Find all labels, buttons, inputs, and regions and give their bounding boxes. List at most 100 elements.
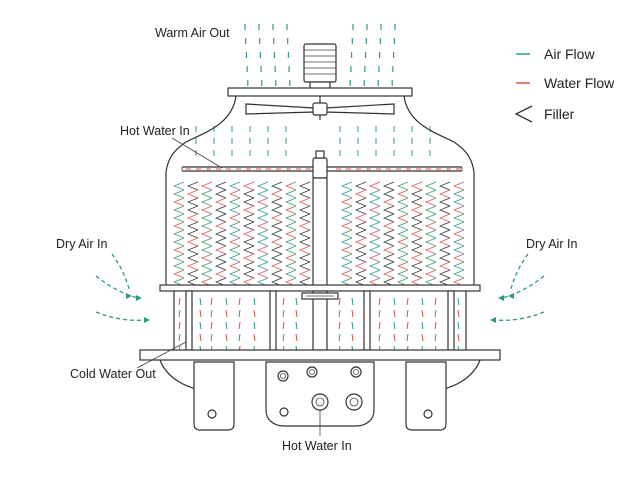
filler-chevron: [397, 261, 409, 271]
filler-chevron: [439, 221, 451, 231]
hot-water-in-top-label: Hot Water In: [120, 124, 190, 138]
filler-chevron: [243, 261, 255, 271]
filler-chevron: [271, 245, 283, 255]
flow-dash: [282, 333, 285, 342]
filler-chevron: [439, 237, 451, 247]
filler-chevron: [397, 253, 409, 263]
flow-dash: [406, 309, 409, 318]
filler-chevron: [453, 221, 465, 231]
filler-chevron: [173, 197, 185, 207]
filler-chevron: [369, 237, 381, 247]
filler-chevron: [341, 245, 353, 255]
flow-dash: [406, 321, 409, 330]
filler-chevron: [215, 261, 227, 271]
filler-chevron: [299, 261, 311, 271]
filler-chevron: [229, 261, 241, 271]
filler-chevron: [173, 181, 185, 191]
filler-chevron: [201, 189, 213, 199]
air-flow-curve: [501, 275, 545, 299]
filler-chevron: [397, 189, 409, 199]
filler-chevron: [173, 189, 185, 199]
flow-dash: [199, 333, 202, 342]
filler-chevron: [355, 245, 367, 255]
filler-chevron: [341, 237, 353, 247]
flow-dash: [225, 321, 228, 330]
filler-chevron: [243, 197, 255, 207]
basin-rim: [139, 349, 501, 361]
filler-chevron: [369, 269, 381, 279]
filler-chevron: [439, 229, 451, 239]
filler-chevron: [299, 269, 311, 279]
filler-chevron: [243, 181, 255, 191]
air-flow-curve: [95, 311, 147, 321]
filler-chevron: [173, 221, 185, 231]
flow-dash: [199, 297, 202, 306]
chevron-left-icon: [514, 105, 533, 123]
filler-chevron: [257, 181, 269, 191]
filler-chevron: [425, 237, 437, 247]
filler-chevron: [397, 221, 409, 231]
filler-chevron: [257, 253, 269, 263]
flow-dash: [378, 321, 381, 330]
flow-dash: [434, 297, 437, 306]
filler-chevron: [201, 221, 213, 231]
filler-chevron: [355, 229, 367, 239]
filler-chevron: [285, 197, 297, 207]
filler-chevron: [271, 213, 283, 223]
filler-chevron: [257, 229, 269, 239]
filler-chevron: [257, 221, 269, 231]
flow-dash: [295, 333, 298, 342]
filler-chevron: [341, 269, 353, 279]
filler-chevron: [201, 205, 213, 215]
filler-chevron: [397, 197, 409, 207]
filler-chevron: [285, 253, 297, 263]
filler-chevron: [355, 221, 367, 231]
filler-chevron: [187, 269, 199, 279]
air-flow-curve: [493, 311, 545, 321]
filler-chevron: [173, 205, 185, 215]
filler-chevron: [453, 261, 465, 271]
filler-chevron: [173, 253, 185, 263]
flow-dash: [178, 297, 181, 306]
filler-chevron: [411, 189, 423, 199]
filler-chevron: [397, 269, 409, 279]
filler-chevron: [257, 245, 269, 255]
flow-dash: [210, 321, 213, 330]
filler-chevron: [383, 205, 395, 215]
filler-chevron: [229, 253, 241, 263]
filler-chevron: [411, 245, 423, 255]
filler-chevron: [173, 237, 185, 247]
filler-chevron: [453, 229, 465, 239]
leader-lines: [136, 137, 321, 436]
flow-dash: [338, 333, 341, 342]
filler-chevron: [411, 197, 423, 207]
legend-label-air-flow: Air Flow: [544, 46, 595, 62]
filler-chevron: [439, 253, 451, 263]
filler-chevron: [397, 213, 409, 223]
filler-chevron: [369, 205, 381, 215]
flow-dash: [178, 309, 181, 318]
flow-dash: [351, 321, 354, 330]
filler-chevron: [355, 213, 367, 223]
flow-dash: [225, 309, 228, 318]
legend-item-water-flow: Water Flow: [516, 75, 615, 91]
filler-chevron: [369, 253, 381, 263]
flow-dash: [406, 297, 409, 306]
air-inlet-section: [159, 284, 481, 351]
air-flow-curve: [509, 253, 529, 293]
filler-chevron: [425, 269, 437, 279]
filler-chevron: [369, 229, 381, 239]
filler-chevron: [355, 197, 367, 207]
air-flow-curve: [111, 253, 131, 293]
filler-chevron: [215, 253, 227, 263]
filler-chevron: [285, 189, 297, 199]
filler-chevron: [411, 213, 423, 223]
filler-chevron: [439, 189, 451, 199]
legend-item-air-flow: Air Flow: [516, 46, 595, 62]
filler-chevron: [243, 237, 255, 247]
flow-dash: [351, 297, 354, 306]
filler-chevron: [229, 213, 241, 223]
filler-chevron: [439, 261, 451, 271]
filler-chevron: [453, 181, 465, 191]
